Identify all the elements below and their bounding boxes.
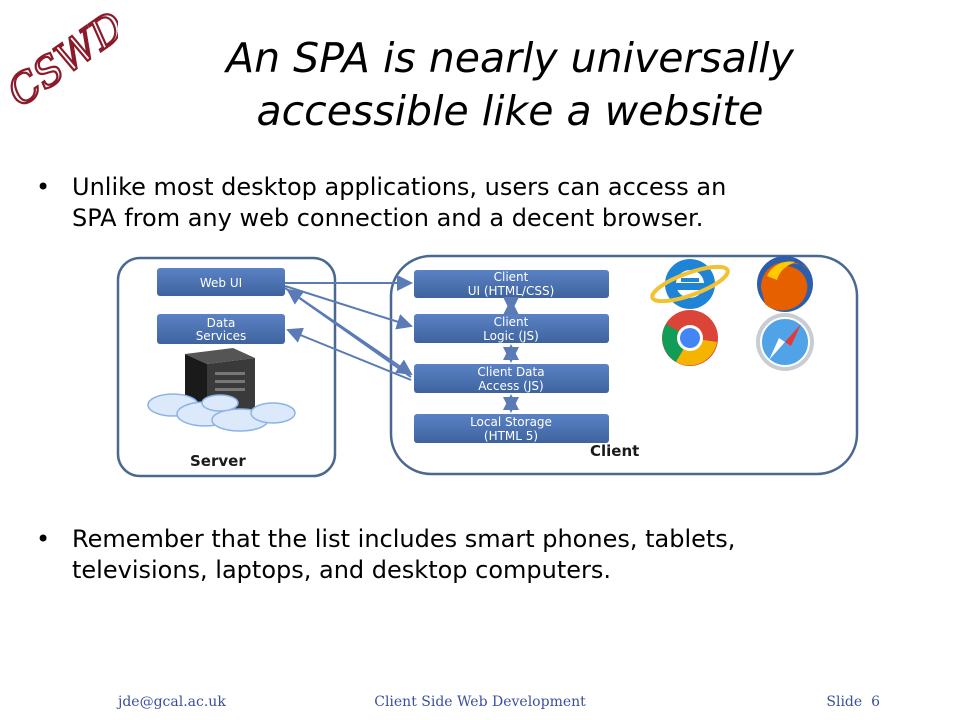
bullet-dot-icon: • xyxy=(36,525,51,553)
bullet-list-bottom: • Remember that the list includes smart … xyxy=(32,524,872,586)
box-label: Services xyxy=(196,329,247,343)
footer-email: jde@gcal.ac.uk xyxy=(118,694,226,710)
title-line-2: accessible like a website xyxy=(256,87,764,135)
box-label: Logic (JS) xyxy=(483,329,539,343)
bullet-line: Remember that the list includes smart ph… xyxy=(72,525,736,553)
server-box-data-services: Data Services xyxy=(157,314,285,344)
server-label: Server xyxy=(190,452,246,470)
bullet-line: Unlike most desktop applications, users … xyxy=(72,173,727,201)
client-box-data-access: Client Data Access (JS) xyxy=(414,364,609,393)
cswd-logo: CSWD xyxy=(8,8,118,117)
server-box-web-ui: Web UI xyxy=(157,268,285,296)
cloud-icon xyxy=(147,393,296,432)
client-box-local-storage: Local Storage (HTML 5) xyxy=(414,414,609,443)
slide-label: Slide xyxy=(826,694,863,710)
chrome-icon xyxy=(662,310,718,366)
box-label: UI (HTML/CSS) xyxy=(468,284,555,298)
footer-course: Client Side Web Development xyxy=(374,694,586,710)
client-label: Client xyxy=(590,442,639,460)
box-label: Data xyxy=(207,316,236,330)
arrow-access-webui xyxy=(286,288,412,378)
bullet-dot-icon: • xyxy=(36,173,51,201)
box-label: Web UI xyxy=(200,276,242,290)
bullet-item: • Unlike most desktop applications, user… xyxy=(32,172,872,234)
client-box-ui: Client UI (HTML/CSS) xyxy=(414,270,609,298)
bullet-line: televisions, laptops, and desktop comput… xyxy=(72,556,612,584)
ie-icon xyxy=(650,259,730,309)
box-label: Local Storage xyxy=(470,415,552,429)
title-line-1: An SPA is nearly universally xyxy=(226,34,794,82)
bullet-line: SPA from any web connection and a decent… xyxy=(72,204,704,232)
arrow-access-dataservices xyxy=(286,327,412,381)
box-label: (HTML 5) xyxy=(484,429,538,443)
bullet-list-top: • Unlike most desktop applications, user… xyxy=(32,172,872,234)
box-label: Client xyxy=(494,270,529,284)
logo-text: CSWD xyxy=(8,8,118,116)
box-label: Client Data xyxy=(477,365,544,379)
firefox-icon xyxy=(757,256,813,312)
client-box-logic: Client Logic (JS) xyxy=(414,314,609,343)
spa-architecture-diagram: Server Client Web UI Data Services Clien… xyxy=(116,254,859,478)
slide-number: 6 xyxy=(871,694,880,710)
arrow-webui-logic xyxy=(284,285,413,330)
slide-title: An SPA is nearly universally accessible … xyxy=(120,32,900,138)
bullet-item: • Remember that the list includes smart … xyxy=(32,524,872,586)
footer-slide: Slide 6 xyxy=(826,694,880,710)
box-label: Access (JS) xyxy=(478,379,543,393)
safari-icon xyxy=(756,313,814,371)
box-label: Client xyxy=(494,315,529,329)
